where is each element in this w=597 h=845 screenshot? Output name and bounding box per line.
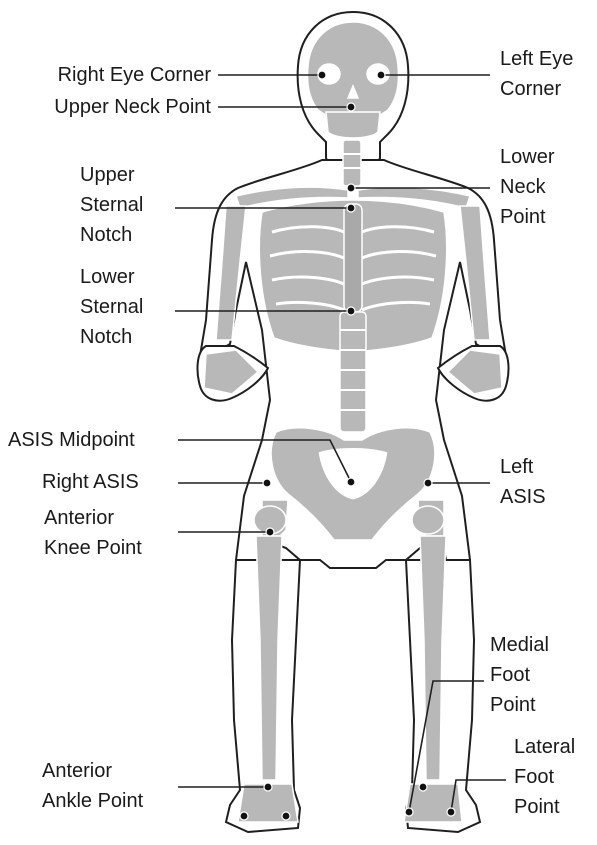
label-asis-midpoint: ASIS Midpoint <box>8 425 135 455</box>
left-patella <box>412 506 444 534</box>
marker-asis-midpoint <box>347 478 355 486</box>
label-lower-neck-point: Lower Neck Point <box>500 142 554 232</box>
label-left-asis: Left ASIS <box>500 452 546 512</box>
marker-anterior-knee-point <box>266 528 274 536</box>
cervical-spine <box>343 140 361 186</box>
marker-left-foot-ankle <box>419 783 427 791</box>
label-right-eye-corner: Right Eye Corner <box>58 60 211 90</box>
marker-lower-sternal-notch <box>347 307 355 315</box>
marker-anterior-ankle-point <box>264 783 272 791</box>
label-lower-sternal-notch: Lower Sternal Notch <box>80 262 143 352</box>
sternum <box>344 204 362 312</box>
label-lateral-foot-point: Lateral Foot Point <box>514 732 575 822</box>
marker-right-foot-medial <box>282 812 290 820</box>
marker-upper-neck-point <box>347 103 355 111</box>
marker-right-asis <box>263 479 271 487</box>
marker-left-asis <box>424 479 432 487</box>
label-upper-sternal-notch: Upper Sternal Notch <box>80 160 143 250</box>
marker-left-eye-corner <box>377 71 385 79</box>
label-medial-foot-point: Medial Foot Point <box>490 630 549 720</box>
marker-upper-sternal-notch <box>347 204 355 212</box>
jaw <box>326 112 380 138</box>
marker-right-foot-lateral <box>240 812 248 820</box>
label-right-asis: Right ASIS <box>42 467 139 497</box>
marker-medial-foot-point <box>405 808 413 816</box>
marker-right-eye-corner <box>318 71 326 79</box>
label-upper-neck-point: Upper Neck Point <box>54 92 211 122</box>
label-anterior-knee-point: Anterior Knee Point <box>44 503 142 563</box>
label-left-eye-corner: Left Eye Corner <box>500 44 573 104</box>
label-anterior-ankle-point: Anterior Ankle Point <box>42 756 143 816</box>
marker-lower-neck-point <box>347 184 355 192</box>
marker-lateral-foot-point <box>447 808 455 816</box>
